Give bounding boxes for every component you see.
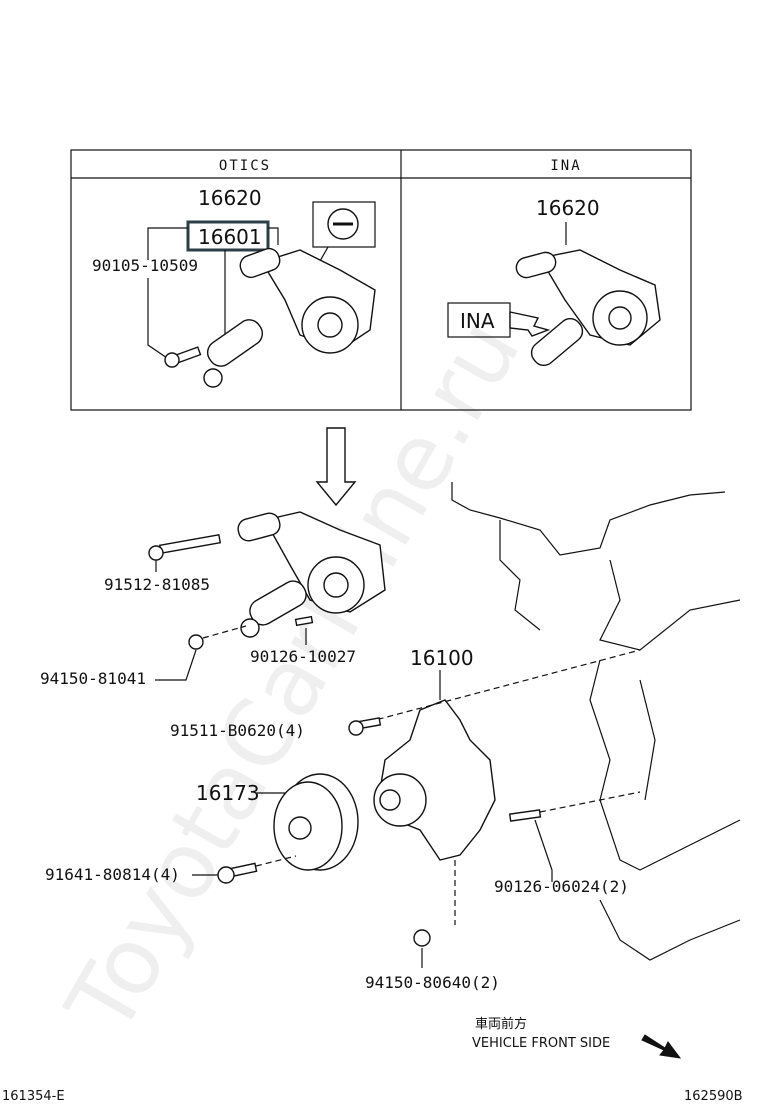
idler-pulley-hub: [317, 312, 343, 338]
engine-outline: [599, 559, 741, 651]
nut-icon: [188, 634, 204, 650]
ina-callout-arrow-icon: [509, 311, 551, 337]
ina-panel: 16620 INA: [447, 196, 661, 367]
otics-bolt-label: 90105-10509: [92, 256, 198, 275]
footer-left-code: 161354-E: [2, 1089, 65, 1104]
dashed-axis: [367, 649, 641, 723]
otics-panel: 16620 16601 90105-10509: [92, 186, 376, 388]
ina-idler-hub: [608, 306, 632, 330]
otics-header: OTICS: [219, 158, 271, 174]
footer-right-code: 162590B: [684, 1089, 743, 1104]
bolt-head: [164, 352, 180, 368]
leader-line: [268, 227, 279, 245]
detail-inset: [312, 201, 376, 248]
long-bolt-icon: [158, 534, 222, 554]
bolt-91641-label: 91641-80814(4): [45, 865, 180, 884]
down-arrow-icon: [315, 427, 357, 507]
highlight-box: [186, 220, 270, 252]
engine-outline: [589, 659, 741, 871]
water-pump-label: 16100: [410, 646, 474, 670]
bolt-head: [348, 720, 364, 736]
leader-line: [147, 227, 188, 260]
bracket-boss: [239, 247, 281, 279]
leader-line: [155, 649, 197, 681]
stud-icon: [294, 615, 314, 627]
bolt-head: [217, 866, 235, 884]
pulley-center: [288, 816, 312, 840]
water-pump-icon: [373, 699, 496, 861]
stud-90126-06024-label: 90126-06024(2): [494, 877, 629, 896]
tensioner-bracket-boss: [237, 512, 281, 542]
damper-eye: [203, 368, 223, 388]
leader-line: [147, 278, 171, 361]
nut-94150-81041-label: 94150-81041: [40, 669, 146, 688]
long-bolt-head: [148, 545, 164, 561]
tensioner-damper-icon: [206, 319, 264, 367]
direction-english: VEHICLE FRONT SIDE: [472, 1036, 610, 1051]
water-pump-shaft: [379, 789, 401, 811]
engine-block: [451, 482, 741, 961]
ina-damper-icon: [530, 317, 584, 367]
nut-94150-80640-label: 94150-80640(2): [365, 973, 500, 992]
otics-tensioner-label: 16601: [198, 225, 262, 249]
nut-icon: [413, 929, 431, 947]
bolt-91511-label: 91511-B0620(4): [170, 721, 305, 740]
tensioner-assembly: [237, 511, 386, 638]
bolt-91512-label: 91512-81085: [104, 575, 210, 594]
otics-assy-label: 16620: [198, 186, 262, 210]
dashed-axis: [202, 625, 247, 639]
front-arrow-icon: [641, 1034, 682, 1059]
variant-table: OTICS INA: [70, 149, 692, 411]
dashed-axis: [539, 791, 641, 813]
ina-header: INA: [550, 158, 581, 174]
ina-assy-label: 16620: [536, 196, 600, 220]
engine-outline: [451, 482, 726, 556]
pulley-label: 16173: [196, 781, 260, 805]
ina-bracket-boss: [515, 251, 557, 279]
leader-line: [534, 819, 553, 882]
engine-outline: [639, 679, 656, 801]
damper-eye: [240, 618, 260, 638]
tensioner-pulley-hub: [323, 572, 349, 598]
tensioner-damper-icon: [249, 580, 307, 626]
dashed-axis: [255, 855, 297, 867]
engine-outline: [599, 899, 741, 961]
engine-outline: [499, 520, 541, 631]
water-pump-pulley-icon: [273, 773, 359, 871]
stud-90126-10027-label: 90126-10027: [250, 647, 356, 666]
direction-japanese: 車両前方: [475, 1016, 527, 1032]
table-border: [70, 149, 692, 411]
ina-callout-label: INA: [460, 309, 495, 333]
stud-icon: [508, 809, 542, 822]
